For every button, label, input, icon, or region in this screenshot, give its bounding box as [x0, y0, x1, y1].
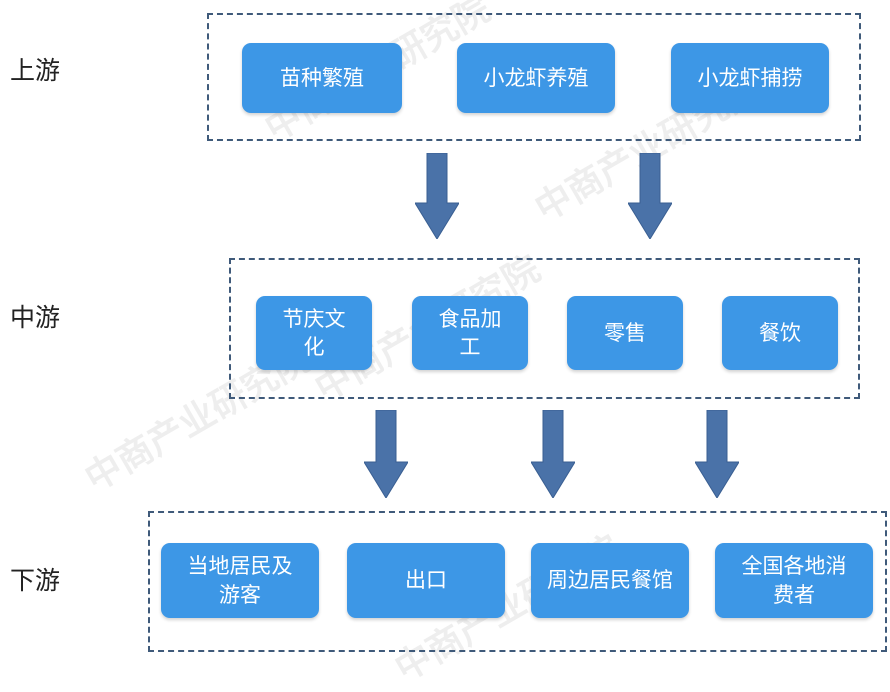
node-crayfish-farming: 小龙虾养殖: [457, 43, 615, 113]
stage-label-upstream: 上游: [10, 56, 61, 85]
node-retail: 零售: [567, 296, 683, 370]
node-festival-culture: 节庆文化: [256, 296, 372, 370]
node-locals-and-tourists: 当地居民及游客: [161, 543, 319, 618]
arrow-down-icon: [531, 410, 575, 498]
arrow-down-icon: [415, 153, 459, 239]
node-seedling-breeding: 苗种繁殖: [242, 43, 402, 113]
arrow-down-icon: [628, 153, 672, 239]
node-food-processing: 食品加工: [412, 296, 528, 370]
midstream-group: [229, 258, 860, 399]
node-nearby-restaurants: 周边居民餐馆: [531, 543, 689, 618]
downstream-group: [148, 511, 887, 652]
stage-label-downstream: 下游: [10, 566, 61, 595]
arrow-down-icon: [695, 410, 739, 498]
stage-label-midstream: 中游: [10, 303, 61, 332]
arrow-down-icon: [364, 410, 408, 498]
upstream-group: [207, 13, 861, 141]
node-export: 出口: [347, 543, 505, 618]
node-crayfish-catching: 小龙虾捕捞: [671, 43, 829, 113]
node-catering: 餐饮: [722, 296, 838, 370]
node-national-consumers: 全国各地消费者: [715, 543, 873, 618]
